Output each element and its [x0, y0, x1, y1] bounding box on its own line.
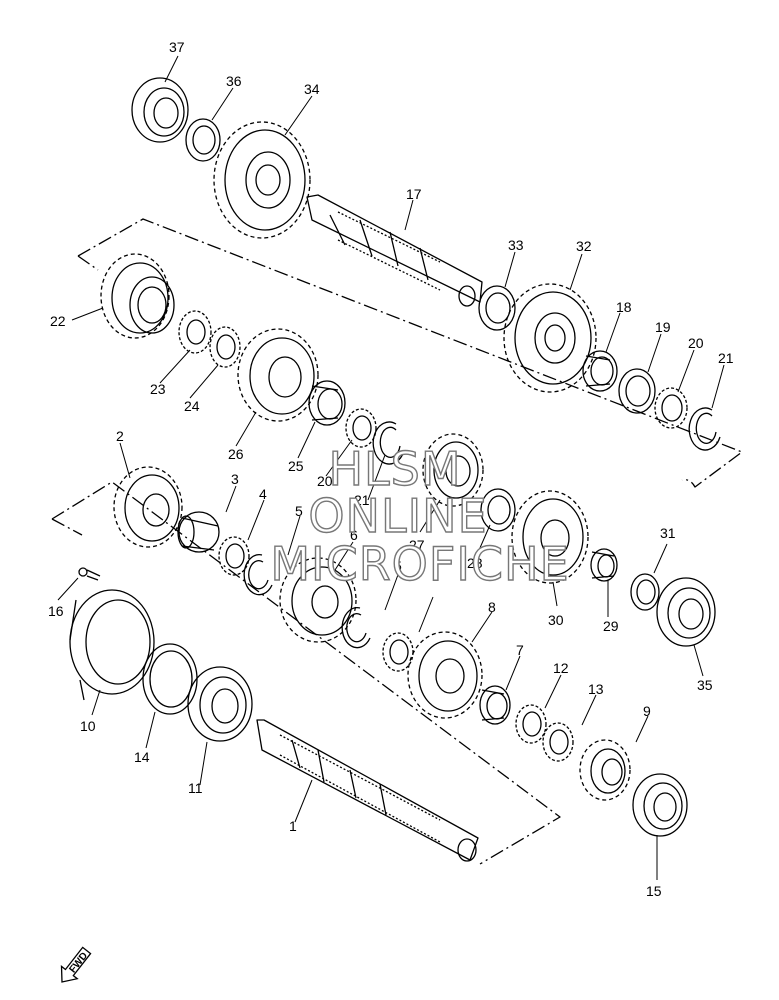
- gear-2: [113, 466, 183, 548]
- main-shaft-1: [256, 719, 479, 862]
- circlip-5-upper: [243, 553, 273, 596]
- callout-19: 19: [655, 319, 671, 335]
- callout-14: 14: [134, 749, 150, 765]
- callout-25: 25: [288, 458, 304, 474]
- splined-washer-23: [178, 310, 212, 354]
- callout-36: 36: [226, 73, 242, 89]
- callout-16: 16: [48, 603, 64, 619]
- callout-35: 35: [697, 677, 713, 693]
- washer-28: [480, 488, 516, 532]
- callout-37: 37: [169, 39, 185, 55]
- callout-18: 18: [616, 299, 632, 315]
- needle-bearing-25: [308, 380, 346, 426]
- callout-12: 12: [553, 660, 569, 676]
- washer-33: [478, 285, 516, 331]
- callout-30: 30: [548, 612, 564, 628]
- callout-32: 32: [576, 238, 592, 254]
- callout-29: 29: [603, 618, 619, 634]
- splined-washer-20-upper: [654, 387, 688, 429]
- needle-bearing-7: [479, 685, 511, 725]
- lock-washer-4-upper: [218, 536, 250, 576]
- bolt-16: [78, 567, 101, 581]
- upper-shaft-group-outline: [77, 218, 743, 488]
- splined-washer-12: [515, 704, 547, 744]
- fwd-arrow-icon: FWD: [60, 946, 92, 983]
- callout-2: 2: [116, 428, 124, 444]
- leader-lines: [57, 55, 725, 880]
- gear-32: [503, 283, 597, 393]
- lock-washer-13: [542, 722, 574, 762]
- callout-28: 28: [467, 555, 483, 571]
- collar-3: [177, 511, 220, 553]
- watermark-line-2: ONLINE: [308, 489, 487, 543]
- gear-30: [511, 490, 589, 584]
- callout-33: 33: [508, 237, 524, 253]
- seal-14: [142, 643, 198, 715]
- gear-22: [100, 253, 175, 339]
- callout-9: 9: [643, 703, 651, 719]
- bearing-retainer-10: [69, 589, 155, 701]
- callout-22: 22: [50, 313, 66, 329]
- washer-31: [630, 573, 660, 611]
- callout-23: 23: [150, 381, 166, 397]
- lock-washer-24: [209, 326, 241, 368]
- circlip-5-lower: [341, 606, 371, 649]
- callout-31: 31: [660, 525, 676, 541]
- washer-36: [185, 118, 221, 162]
- callout-11: 11: [188, 780, 203, 796]
- callout-6: 6: [350, 527, 358, 543]
- lower-shaft-group-outline: [51, 481, 561, 865]
- callout-34: 34: [304, 81, 320, 97]
- callout-4: 4: [259, 486, 267, 502]
- bearing-15: [632, 773, 688, 837]
- callout-labels: 1 2 3 4 5 5 6 7 8 9 10 11 12 13 14 15 16…: [48, 39, 734, 899]
- washer-19: [618, 368, 656, 414]
- watermark: HLSM ONLINE MICROFICHE: [270, 441, 570, 591]
- circlip-21-upper: [688, 407, 721, 451]
- bearing-35: [656, 577, 716, 647]
- callout-20: 20: [317, 473, 333, 489]
- callout-20: 20: [688, 335, 704, 351]
- callout-26: 26: [228, 446, 244, 462]
- gear-6: [279, 557, 357, 643]
- callout-1: 1: [289, 818, 297, 834]
- callout-8: 8: [488, 599, 496, 615]
- watermark-line-1: HLSM: [328, 442, 461, 496]
- callout-17: 17: [406, 186, 422, 202]
- callout-13: 13: [588, 681, 604, 697]
- needle-bearing-18: [582, 350, 618, 392]
- bearing-37: [131, 77, 189, 143]
- callout-5: 5: [394, 558, 402, 574]
- gear-26: [237, 328, 319, 422]
- gear-27: [422, 433, 484, 507]
- callout-24: 24: [184, 398, 200, 414]
- callout-5: 5: [295, 503, 303, 519]
- splined-washer-20-mid: [345, 408, 377, 448]
- callout-10: 10: [80, 718, 96, 734]
- watermark-line-3: MICROFICHE: [270, 537, 569, 591]
- gear-34: [213, 121, 311, 239]
- gear-9: [579, 739, 631, 801]
- circlip-21-mid: [372, 421, 405, 465]
- callout-15: 15: [646, 883, 662, 899]
- bushing-29: [590, 548, 618, 582]
- callout-21: 21: [354, 492, 370, 508]
- shaft-17: [306, 194, 483, 307]
- callout-27: 27: [409, 537, 425, 553]
- callout-21: 21: [718, 350, 734, 366]
- gear-8: [407, 631, 483, 719]
- callout-3: 3: [231, 471, 239, 487]
- callout-7: 7: [516, 642, 524, 658]
- bearing-11: [187, 666, 253, 742]
